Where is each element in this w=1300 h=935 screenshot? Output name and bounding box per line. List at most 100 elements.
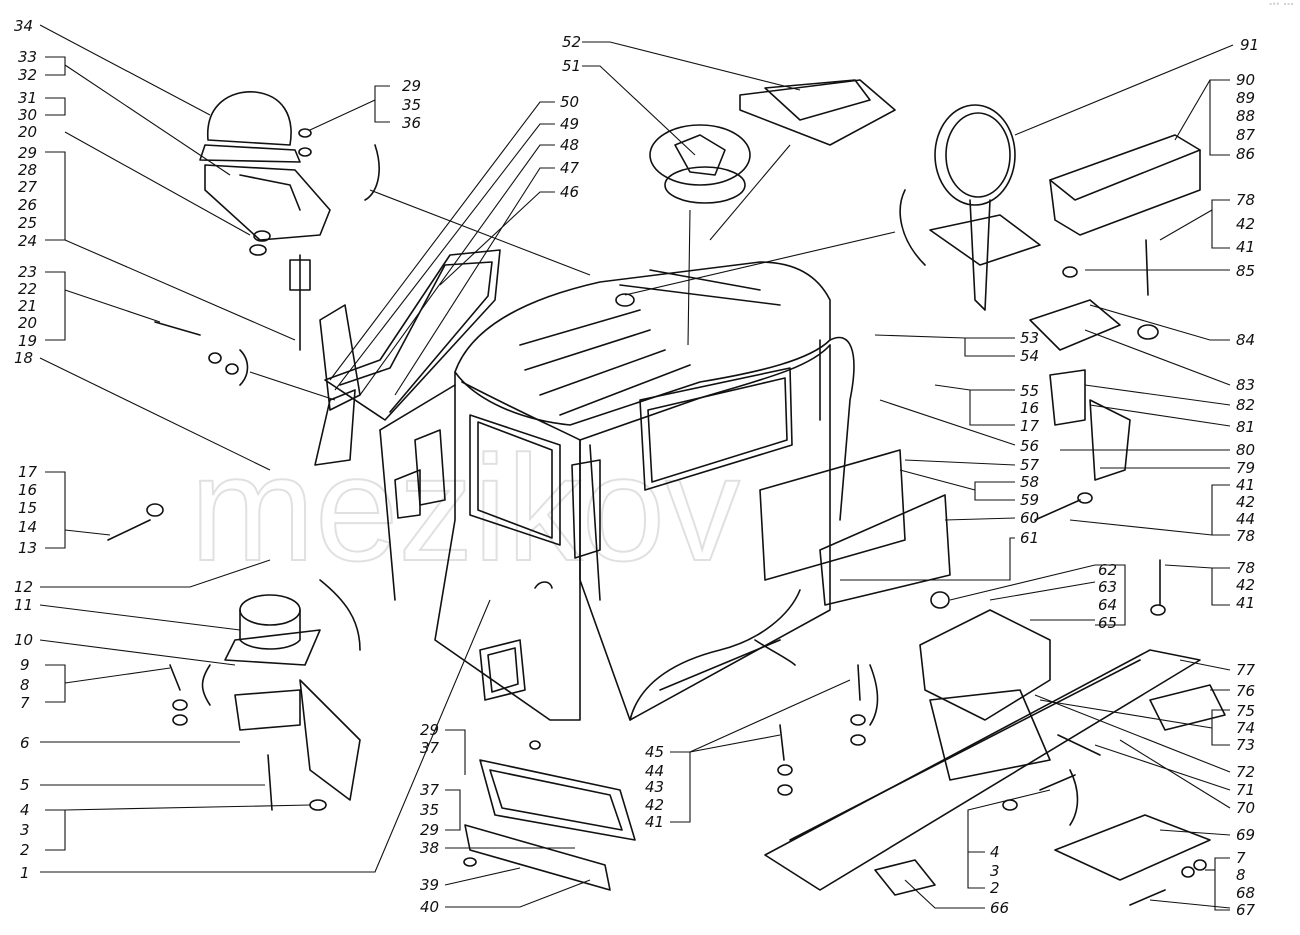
callout: 30 (18, 106, 37, 124)
callout: 71 (1236, 781, 1255, 799)
callout: 76 (1236, 682, 1255, 700)
callout: 17 (1020, 417, 1040, 435)
callout: 10 (14, 631, 33, 649)
callout: 79 (1236, 459, 1255, 477)
callout: 85 (1236, 262, 1255, 280)
callout: 2 (20, 841, 30, 859)
callout: 7 (1236, 849, 1246, 867)
callout: 78 (1236, 559, 1255, 577)
callout: 78 (1236, 527, 1255, 545)
callout: 39 (420, 876, 439, 894)
work-lamp (929, 104, 1041, 311)
small-bracket (874, 859, 936, 896)
callout: 22 (18, 280, 37, 298)
callout: 42 (1236, 576, 1255, 594)
callout: 80 (1236, 441, 1255, 459)
callout: 16 (18, 481, 37, 499)
callout: 74 (1236, 719, 1255, 737)
bolts (107, 239, 1166, 906)
callout: 13 (18, 539, 37, 557)
callout: 45 (645, 743, 664, 761)
plate-bracket (1149, 684, 1226, 731)
callout: 21 (18, 297, 37, 315)
callout: 28 (18, 161, 37, 179)
callout: 20 (18, 314, 37, 332)
watermark: mezikov (190, 424, 740, 592)
callout: 47 (560, 159, 580, 177)
callout: 2 (990, 879, 1000, 897)
relation-arcs (201, 144, 1079, 826)
switch-panel (1049, 134, 1201, 236)
callout: 41 (1236, 594, 1255, 612)
callout: 44 (1236, 510, 1255, 528)
callout: 7 (20, 694, 30, 712)
callout: 65 (1098, 614, 1117, 632)
callout: 40 (420, 898, 439, 916)
callout: 42 (1236, 215, 1255, 233)
callout: 25 (18, 214, 37, 232)
callout: 9 (20, 656, 30, 674)
callout: 35 (402, 96, 421, 114)
callout: 16 (1020, 399, 1039, 417)
callout: 51 (562, 57, 581, 75)
callout: 75 (1236, 702, 1255, 720)
roof-hatch (649, 124, 751, 204)
callout: 41 (1236, 476, 1255, 494)
callout: 41 (1236, 238, 1255, 256)
callout: 87 (1236, 126, 1256, 144)
callout: 82 (1236, 396, 1255, 414)
callout: 36 (402, 114, 421, 132)
callout: 66 (990, 899, 1009, 917)
plate (1054, 814, 1211, 881)
beacon-lamp (199, 91, 331, 241)
callout: 29 (420, 721, 439, 739)
callout: 77 (1236, 661, 1256, 679)
mount-bracket-right (1029, 299, 1131, 481)
callout: 89 (1236, 89, 1255, 107)
callout: 59 (1020, 491, 1039, 509)
callout: 8 (20, 676, 30, 694)
callout: 56 (1020, 437, 1039, 455)
callout: 78 (1236, 191, 1255, 209)
callout: 38 (420, 839, 439, 857)
marker-lamp (739, 79, 896, 146)
callout: 68 (1236, 884, 1255, 902)
callout: 48 (560, 136, 579, 154)
callout: 33 (18, 48, 37, 66)
callout: 23 (18, 263, 37, 281)
leader-lines (39, 24, 1234, 911)
callout: 4 (20, 801, 30, 819)
callout: 18 (14, 349, 33, 367)
callout: 20 (18, 123, 37, 141)
callout: 26 (18, 196, 37, 214)
callout: 42 (645, 796, 664, 814)
callout: 32 (18, 66, 37, 84)
callout: 84 (1236, 331, 1255, 349)
callout: 73 (1236, 736, 1255, 754)
callout: 17 (18, 463, 38, 481)
callout: 3 (990, 862, 1000, 880)
callout: 6 (20, 734, 30, 752)
callout: 46 (560, 183, 579, 201)
callout: 91 (1240, 36, 1259, 54)
callout: 5 (20, 776, 30, 794)
callout: 53 (1020, 329, 1039, 347)
callout: 12 (14, 578, 33, 596)
callout: 11 (14, 596, 33, 614)
callout: 67 (1236, 901, 1256, 919)
floor-hatch (464, 759, 636, 891)
callout: 72 (1236, 763, 1255, 781)
rubber-mount (224, 594, 361, 801)
corner-mark: ᵒ⁰⁰ ᵒᵒᵒ (1268, 2, 1294, 9)
callout: 37 (420, 739, 440, 757)
callout: 50 (560, 93, 579, 111)
callout: 4 (990, 843, 1000, 861)
callout: 34 (14, 17, 33, 35)
callout: 69 (1236, 826, 1255, 844)
callout: 58 (1020, 473, 1039, 491)
callout: 37 (420, 781, 440, 799)
washers (146, 128, 1207, 878)
callout: 3 (20, 821, 30, 839)
callout: 42 (1236, 493, 1255, 511)
